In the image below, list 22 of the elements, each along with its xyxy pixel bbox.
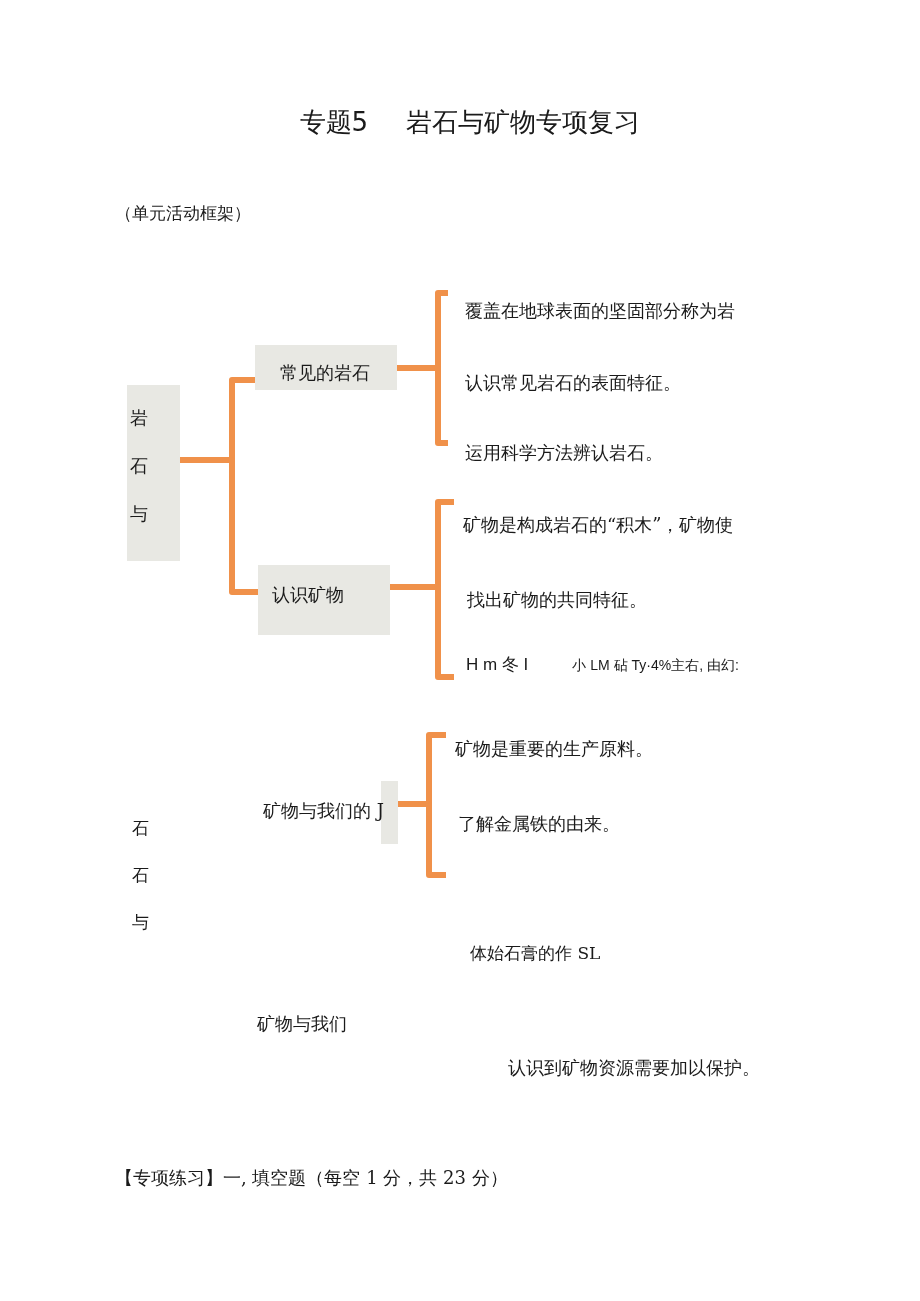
note-text: 矿物与我们: [257, 1012, 347, 1036]
subtopic-label: 矿物与我们的 J: [263, 781, 398, 844]
page-title: 专题5 岩石与矿物专项复习: [299, 106, 641, 138]
objective-text: 找出矿物的共同特征。: [441, 579, 647, 621]
note-text: 体始石膏的作 SL: [470, 942, 601, 965]
topic-box: 岩石与: [127, 385, 180, 561]
subtopic-box: 认识矿物: [258, 565, 390, 635]
objective-text: H m 冬 I: [466, 655, 529, 674]
subtopic-box: 常见的岩石: [255, 345, 397, 390]
bracket-connector: [180, 457, 258, 595]
objective-text: 了解金属铁的由来。: [446, 771, 620, 877]
bracket-connector: [398, 801, 446, 878]
objective-text: 认识常见岩石的表面特征。: [441, 362, 681, 404]
note-text: 认识到矿物资源需要加以保护。: [508, 1056, 760, 1080]
vertical-text: 石石与: [132, 816, 149, 934]
section-heading: 【专项练习】一, 填空题（每空 1 分，共 23 分）: [115, 1166, 508, 1190]
subtitle: （单元活动框架）: [115, 202, 251, 225]
objective-text: 矿物是重要的生产原料。: [446, 730, 653, 768]
objective-text: 矿物是构成岩石的“积木”，矿物使: [454, 500, 734, 550]
objective-text: 小 LM 砧 Ty·4%主右, 由幻:: [572, 657, 739, 673]
objective-text: 覆盖在地球表面的坚固部分称为岩: [448, 290, 735, 332]
objective-text: 运用科学方法辨认岩石。: [448, 432, 663, 474]
